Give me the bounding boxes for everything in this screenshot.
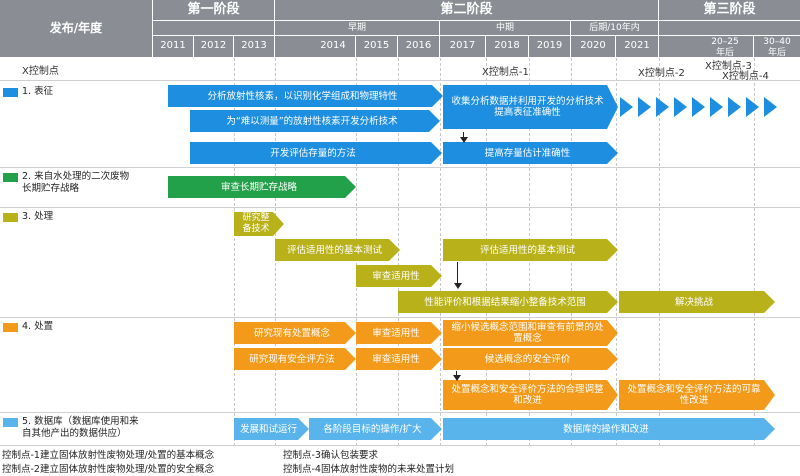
- phase-3-header: 第三阶段: [659, 0, 800, 20]
- bar-improve-inventory-accuracy: 提高存量估计准确性: [443, 142, 618, 164]
- year-2015: 2015: [356, 36, 397, 57]
- chevron-arrow: [620, 97, 633, 117]
- bar-study-disposal-concepts: 研究现有处置概念: [234, 322, 356, 344]
- bar-review-applicability-treatment: 审查适用性: [356, 265, 442, 287]
- bar-development-trial: 发展和试运行: [234, 418, 309, 440]
- row-divider: [0, 80, 800, 81]
- bar-study-conditioning-tech: 研究整备技术: [234, 212, 284, 236]
- dependency-line: [456, 371, 457, 376]
- row-marker-characterization: [3, 88, 18, 97]
- row-label-database: 5. 数据库（数据库使用和来自其他产出的数据供应）: [22, 416, 139, 439]
- bar-reliability-improvement: 处置概念和安全评价方法的可靠性改进: [619, 380, 775, 410]
- chevron-arrow: [728, 97, 741, 117]
- grid-line: [754, 58, 755, 446]
- dependency-arrowhead: [453, 375, 461, 381]
- bar-candidate-safety-evaluation: 候选概念的安全评价: [443, 348, 618, 370]
- row-label-disposal: 4. 处置: [22, 321, 54, 332]
- grid-line: [398, 58, 399, 446]
- bar-review-storage-strategy: 审查长期贮存战略: [168, 176, 356, 198]
- chevron-arrow: [656, 97, 669, 117]
- grid-line: [616, 58, 617, 446]
- bar-study-safety-methods: 研究现有安全评方法: [234, 348, 356, 370]
- chevron-arrow: [692, 97, 705, 117]
- bar-rational-adjustment: 处置概念和安全评价方法的合理调整和改进: [443, 380, 618, 410]
- phase-2-header: 第二阶段: [275, 0, 658, 20]
- grid-line: [659, 58, 660, 446]
- grid-line: [234, 58, 235, 446]
- bar-narrow-candidate-concepts: 缩小候选概念范围和审查有前景的处置概念: [443, 320, 618, 346]
- corner-header: 发布/年度: [0, 0, 152, 57]
- footer-note-cp1: 控制点-1建立固体放射性废物处理/处置的基本概念: [2, 450, 215, 461]
- chevron-arrow: [710, 97, 723, 117]
- chevron-arrow: [638, 97, 651, 117]
- row-divider: [0, 167, 800, 168]
- bar-operation-expansion: 各阶段目标的操作/扩大: [309, 418, 442, 440]
- year-2017: 2017: [440, 36, 485, 57]
- bar-applicability-basic-test-1: 评估适用性的基本测试: [275, 239, 400, 261]
- bar-hard-to-measure-techniques: 为“难以测量”的放射性核素开发分析技术: [190, 110, 440, 132]
- year-2020: 2020: [571, 36, 615, 57]
- year-2021: 2021: [616, 36, 658, 57]
- phase-3-sub-blank: [659, 21, 800, 35]
- bar-analyze-radionuclides: 分析放射性核素，以识别化学组成和物理特性: [168, 85, 443, 107]
- year-2012: 2012: [194, 36, 233, 57]
- bar-collect-analysis-data: 收集分析数据并利用开发的分析技术提高表征准确性: [443, 85, 618, 129]
- dependency-line: [457, 262, 458, 284]
- bar-applicability-basic-test-2: 评估适用性的基本测试: [443, 239, 618, 261]
- chevron-arrow: [746, 97, 759, 117]
- row-marker-treatment: [3, 213, 18, 222]
- row-marker-disposal: [3, 323, 18, 332]
- dependency-arrowhead: [454, 283, 462, 289]
- row-divider: [0, 412, 800, 413]
- control-point-2: X控制点-2: [638, 68, 685, 79]
- control-point-4: X控制点-4: [722, 71, 769, 82]
- footer-note-cp4: 控制点-4固体放射性废物的未来处置计划: [283, 464, 454, 475]
- grid-line: [440, 58, 441, 446]
- control-point-3: X控制点-3: [705, 61, 752, 72]
- phase-1-header: 第一阶段: [153, 0, 274, 20]
- bar-solve-challenges: 解决挑战: [619, 291, 775, 313]
- row-label-characterization: 1. 表征: [22, 86, 54, 97]
- row-divider: [0, 445, 800, 446]
- bar-performance-evaluation: 性能评价和根据结果缩小整备技术范围: [398, 291, 618, 313]
- dependency-line: [463, 132, 464, 138]
- row-divider: [0, 317, 800, 318]
- control-point-1: X控制点-1: [482, 67, 529, 78]
- chevron-arrow: [674, 97, 687, 117]
- sub-period-late: 后期/10年内: [571, 21, 658, 35]
- chevron-arrow: [764, 97, 777, 117]
- year-2011: 2011: [153, 36, 193, 57]
- row-marker-storage: [3, 173, 18, 182]
- year-2016: 2016: [398, 36, 439, 57]
- year-2018: 2018: [486, 36, 528, 57]
- bar-review-applicability-safety: 审查适用性: [356, 348, 442, 370]
- row-divider: [0, 207, 800, 208]
- phase-1-sub-blank: [153, 21, 274, 35]
- year-2019: 2019: [529, 36, 570, 57]
- footer-note-cp2: 控制点-2建立固体放射性废物处理/处置的安全概念: [2, 464, 215, 475]
- bar-inventory-assessment-method: 开发评估存量的方法: [190, 142, 442, 164]
- bar-review-applicability-disposal: 审查适用性: [356, 322, 442, 344]
- control-point-row-label: X控制点: [22, 66, 59, 77]
- row-label-storage: 2. 来自水处理的二次废物长期贮存战略: [22, 171, 130, 194]
- row-label-treatment: 3. 处理: [22, 211, 54, 222]
- sub-period-mid: 中期: [440, 21, 570, 35]
- dependency-arrowhead: [460, 137, 468, 143]
- footer-note-cp3: 控制点-3确认包装要求: [283, 450, 378, 461]
- bar-database-operation: 数据库的操作和改进: [443, 418, 775, 440]
- year-2013: 2013: [234, 36, 274, 57]
- row-marker-database: [3, 418, 18, 427]
- year-2014: 2014: [275, 36, 355, 57]
- sub-period-early: 早期: [275, 21, 439, 35]
